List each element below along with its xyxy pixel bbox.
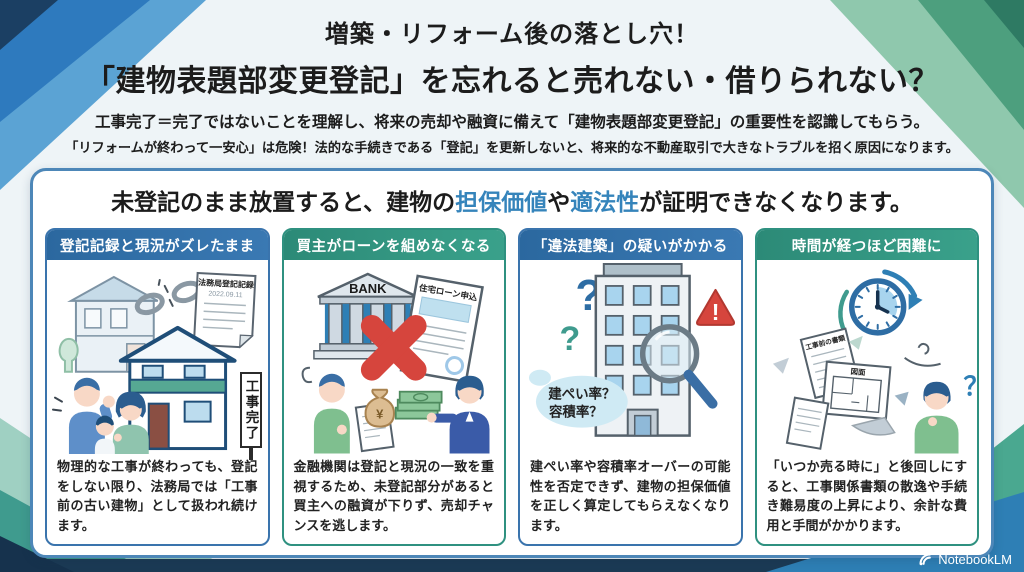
chain-break-sparks <box>157 278 174 307</box>
banker-figure <box>426 375 490 454</box>
svg-text:法務局登記記録: 法務局登記記録 <box>198 277 255 290</box>
registry-document: 法務局登記記録 2022.09.11 <box>192 271 257 349</box>
headline-seg3: や <box>547 189 571 215</box>
card-registry-gap-title: 登記記録と現況がズレたまま <box>47 230 268 260</box>
broken-chain-icon <box>134 280 202 316</box>
swirl-lines <box>903 342 941 367</box>
svg-text:BANK: BANK <box>349 281 387 296</box>
magnifier-icon <box>639 324 718 409</box>
card-illegal-building: 「違法建築」の疑いがかかる ? ? <box>518 228 743 546</box>
board-headline: 未登記のまま放置すると、建物の担保価値や適法性が証明できなくなります。 <box>33 183 991 217</box>
thinking-person-figure: ？ <box>914 374 977 454</box>
loan-application-document: 住宅ローン申込 <box>399 274 484 384</box>
page-title: 「建物表題部変更登記」を忘れると売れない・借りられない？ <box>85 65 939 98</box>
notebooklm-label: NotebookLM <box>938 552 1012 567</box>
card-loan-denied-illustration: BANK 住宅ローン申込 <box>284 260 505 454</box>
loan-denied-art: BANK 住宅ローン申込 <box>301 272 490 454</box>
notebooklm-icon <box>919 553 932 566</box>
svg-text:図面: 図面 <box>850 367 866 377</box>
notebooklm-brand: NotebookLM <box>918 552 1012 567</box>
construction-complete-sign: 工事完了 <box>240 372 262 448</box>
paper-scraps <box>772 335 909 436</box>
question-mark-teal: ? <box>560 320 581 358</box>
money-bag-icon: ¥ <box>364 388 395 428</box>
headline-seg5: が証明できなくなります。 <box>639 189 913 215</box>
exclamation-glyph: ! <box>712 299 720 325</box>
card-harder-over-time-title: 時間が経つほど困難に <box>756 230 977 260</box>
lead-text-1: 工事完了＝完了ではないことを理解し、将来の売却や融資に備えて「建物表題部変更登記… <box>94 114 930 131</box>
card-registry-gap-body: 物理的な工事が終わっても、登記をしない限り、法務局では「工事前の古い建物」として… <box>57 459 258 533</box>
ratio-speech-bubble: 建ぺい率？ 容積率？ <box>528 369 628 428</box>
warning-triangle-icon: ! <box>696 288 736 326</box>
card-loan-denied-body: 金融機関は登記と現況の一致を重視するため、未登記部分があると買主への融資が下りず… <box>293 459 495 533</box>
card-harder-over-time: 時間が経つほど困難に <box>754 228 979 546</box>
family-figures <box>51 377 149 454</box>
headline-keyword-collateral: 担保価値 <box>455 189 548 215</box>
card-illegal-building-body: 建ぺい率や容積率オーバーの可能性を否定できず、建物の担保価値を正しく算定してもら… <box>530 459 731 533</box>
illegal-building-art: ? ? <box>528 262 736 437</box>
clock-icon <box>848 278 906 336</box>
card-illegal-building-illustration: ? ? <box>520 260 741 454</box>
registry-gap-art: 法務局登記記録 2022.09.11 <box>51 271 257 454</box>
card-harder-over-time-body: 「いつか売る時に」と後回しにすると、工事関係書類の散逸や手続き難易度の上昇により… <box>766 459 968 533</box>
header: 増築・リフォーム後の落とし穴！ 「建物表題部変更登記」を忘れると売れない・借りら… <box>0 14 1024 156</box>
card-harder-over-time-illustration: 工事前の書類 図面 <box>757 260 978 454</box>
cash-stack-icon <box>394 390 443 420</box>
red-x-icon <box>360 314 427 381</box>
svg-text:¥: ¥ <box>376 407 384 422</box>
card-loan-denied: 買主がローンを組めなくなる BANK <box>281 228 506 546</box>
kicker-text: 増築・リフォーム後の落とし穴！ <box>324 21 700 48</box>
svg-text:2022.09.11: 2022.09.11 <box>208 291 243 300</box>
new-house-icon <box>118 325 237 451</box>
question-mark: ？ <box>963 374 977 402</box>
worried-buyer-figure <box>301 366 350 454</box>
svg-text:建ぺい率？: 建ぺい率？ <box>547 386 615 402</box>
tree-icon <box>58 337 79 373</box>
card-registry-gap: 登記記録と現況がズレたまま <box>45 228 270 546</box>
headline-seg1: 未登記のまま放置すると、建物の <box>111 189 456 215</box>
card-loan-denied-title: 買主がローンを組めなくなる <box>283 230 504 260</box>
headline-keyword-legality: 適法性 <box>570 189 640 215</box>
lead-text-2: 「リフォームが終わって一安心」は危険！法的な手続きである「登記」を更新しないと、… <box>65 140 959 155</box>
main-board: 未登記のまま放置すると、建物の担保価値や適法性が証明できなくなります。 登記記録… <box>30 168 994 558</box>
svg-text:容積率？: 容積率？ <box>548 404 603 420</box>
floor-plan-paper: 図面 <box>820 360 892 421</box>
harder-over-time-art: 工事前の書類 図面 <box>772 269 977 454</box>
card-registry-gap-illustration: 法務局登記記録 2022.09.11 <box>47 260 268 454</box>
card-illegal-building-title: 「違法建築」の疑いがかかる <box>520 230 741 260</box>
scattered-paper-plain <box>785 396 829 450</box>
columns-row: 登記記録と現況がズレたまま <box>33 217 991 546</box>
